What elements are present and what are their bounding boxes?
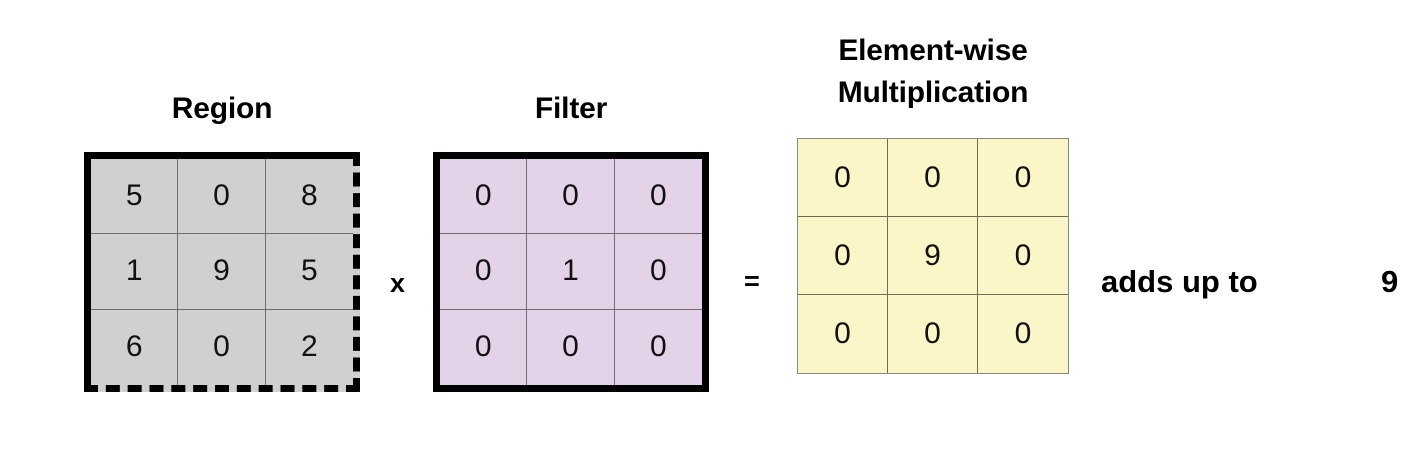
- region-cell-1-0: 1: [91, 234, 179, 310]
- region-cell-1-1: 9: [178, 234, 266, 310]
- result-matrix: 0 0 0 0 9 0 0 0 0: [797, 138, 1069, 374]
- filter-cell-0-1: 0: [527, 159, 615, 235]
- multiply-operator: x: [390, 268, 406, 298]
- sum-value: 9: [1381, 264, 1399, 299]
- result-title: Element-wise Multiplication: [786, 30, 1080, 114]
- region-block: Region 5 0 8 1 9 5 6 0 2: [74, 88, 370, 392]
- result-title-line-2: Multiplication: [837, 76, 1029, 109]
- region-matrix: 5 0 8 1 9 5 6 0 2: [84, 152, 360, 392]
- filter-cell-0-0: 0: [440, 159, 528, 235]
- filter-cell-0-2: 0: [614, 159, 702, 235]
- region-cell-2-2: 2: [300, 330, 318, 364]
- filter-cell-2-0: 0: [440, 309, 528, 385]
- region-cell-0-1: 0: [178, 159, 266, 235]
- result-cell-1-0: 0: [798, 217, 888, 295]
- filter-cell-1-2: 0: [614, 234, 702, 310]
- filter-block: Filter 0 0 0 0 1 0 0 0 0: [426, 88, 716, 392]
- filter-cell-1-0: 0: [440, 234, 528, 310]
- filter-cell-2-2: 0: [649, 330, 667, 364]
- region-cell-2-0: 6: [91, 309, 179, 385]
- result-cell-2-0: 0: [798, 295, 888, 373]
- result-cell-0-1: 0: [888, 139, 978, 217]
- region-title: Region: [171, 92, 273, 125]
- result-cell-2-1: 0: [888, 295, 978, 373]
- region-cell-0-0: 5: [91, 159, 179, 235]
- result-cell-1-2: 0: [978, 217, 1068, 295]
- result-block: Element-wise Multiplication 0 0 0 0 9 0 …: [786, 30, 1080, 374]
- result-cell-0-0: 0: [798, 139, 888, 217]
- region-cell-0-2: 8: [265, 159, 353, 235]
- region-cell-1-2: 5: [265, 234, 353, 310]
- result-cell-2-2: 0: [1014, 317, 1032, 350]
- filter-title: Filter: [534, 92, 608, 125]
- equals-operator: =: [744, 266, 760, 296]
- result-title-line-1: Element-wise: [838, 34, 1028, 67]
- filter-cell-2-1: 0: [527, 309, 615, 385]
- adds-up-to-label: adds up to: [1101, 264, 1258, 299]
- result-cell-1-1: 9: [888, 217, 978, 295]
- region-cell-2-1: 0: [178, 309, 266, 385]
- filter-matrix: 0 0 0 0 1 0 0 0 0: [433, 152, 709, 392]
- result-cell-0-2: 0: [978, 139, 1068, 217]
- filter-cell-1-1: 1: [527, 234, 615, 310]
